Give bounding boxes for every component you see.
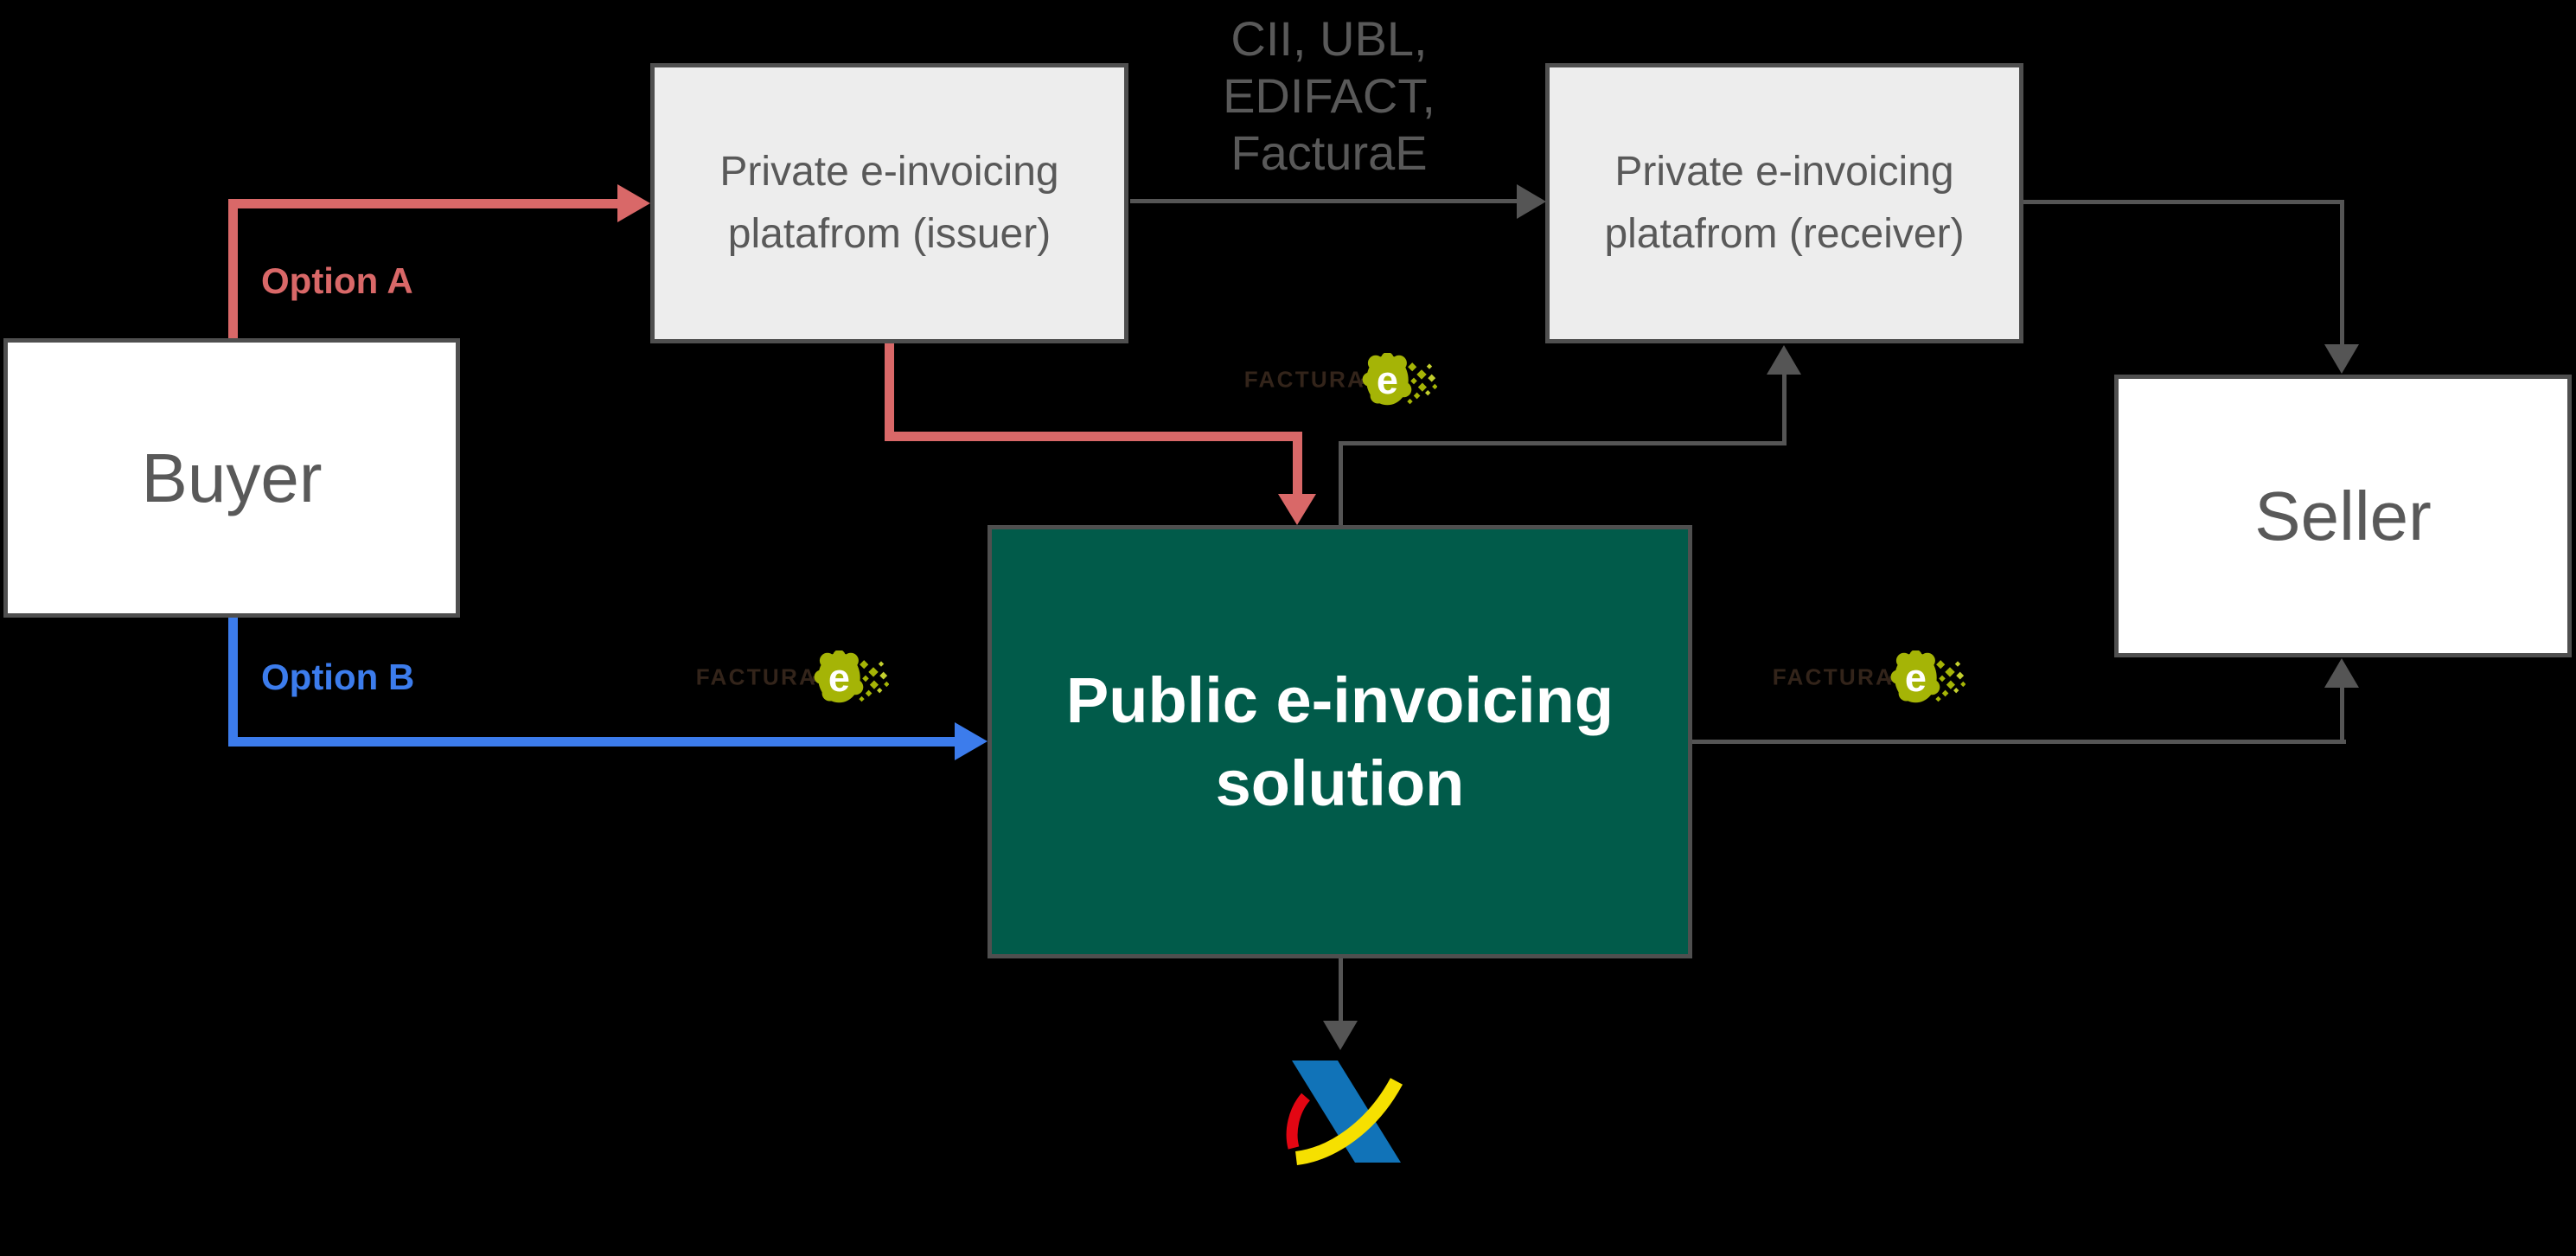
aeat-logo	[1279, 1055, 1409, 1174]
facturae-e-letter: e	[1905, 656, 1927, 700]
facturae-logo-left: FACTURA e	[694, 650, 890, 709]
arrowhead-public-to-receiver-icon	[1767, 345, 1801, 375]
edge-receiver-to-seller-vertical	[2340, 200, 2344, 345]
option-a-label: Option A	[261, 260, 413, 301]
formats-label: CII, UBL, EDIFACT, FacturaE	[1223, 11, 1435, 180]
node-private-platform-issuer-label: Private e-invoicing platafrom (issuer)	[719, 149, 1059, 257]
edge-public-to-seller-vertical	[2340, 688, 2344, 742]
arrowhead-public-to-aeat-icon	[1323, 1021, 1358, 1050]
facturae-e-letter: e	[1377, 358, 1398, 402]
edge-issuer-to-public-drop	[885, 343, 894, 437]
aeat-yellow-swoosh-icon	[1294, 1078, 1403, 1165]
edge-option-b-horizontal	[228, 737, 956, 747]
arrowhead-option-b-icon	[955, 722, 988, 760]
facturae-e-letter: e	[828, 656, 850, 700]
facturae-blob-icon	[814, 650, 864, 703]
facturae-logo-icon: FACTURA e	[696, 650, 890, 703]
arrowhead-receiver-to-seller-icon	[2324, 344, 2359, 374]
node-private-platform-issuer: Private e-invoicing platafrom (issuer)	[650, 63, 1128, 343]
facturae-logo-top: FACTURA e	[1243, 352, 1438, 412]
aeat-logo-icon	[1286, 1061, 1403, 1165]
edge-issuer-to-receiver	[1130, 199, 1518, 203]
edge-option-b-vertical	[228, 618, 238, 742]
facturae-pixels-icon	[859, 660, 890, 702]
facturae-word: FACTURA	[1244, 367, 1365, 393]
arrowhead-option-a-icon	[617, 184, 650, 222]
edge-public-to-seller-horizontal	[1692, 740, 2346, 744]
facturae-logo-icon: FACTURA e	[1773, 650, 1966, 703]
edge-option-a-horizontal	[228, 199, 619, 208]
facturae-logo-icon: FACTURA e	[1244, 352, 1438, 406]
node-seller: Seller	[2114, 375, 2572, 657]
arrowhead-issuer-to-public-icon	[1278, 494, 1316, 525]
edge-issuer-to-public-vertical	[1293, 432, 1302, 496]
arrowhead-issuer-to-receiver-icon	[1517, 184, 1546, 219]
edge-public-to-receiver-vertical	[1782, 374, 1787, 445]
facturae-word: FACTURA	[696, 664, 817, 690]
node-private-platform-receiver-label: Private e-invoicing platafrom (receiver)	[1604, 149, 1965, 257]
aeat-red-arc-icon	[1286, 1093, 1311, 1150]
edge-public-to-aeat-vertical	[1339, 958, 1343, 1022]
edge-issuer-to-public-horizontal	[885, 432, 1302, 441]
edge-public-to-receiver-rise	[1339, 441, 1343, 525]
edge-public-to-receiver-horizontal	[1339, 441, 1787, 445]
node-buyer: Buyer	[3, 338, 460, 618]
node-private-platform-receiver: Private e-invoicing platafrom (receiver)	[1545, 63, 2023, 343]
facturae-blob-icon	[1890, 650, 1940, 703]
facturae-logo-right: FACTURA e	[1771, 650, 1966, 709]
facturae-pixels-icon	[1935, 660, 1966, 702]
arrowhead-public-to-seller-icon	[2324, 658, 2359, 688]
facturae-blob-icon	[1362, 352, 1412, 406]
edge-option-a-vertical	[228, 199, 238, 338]
aeat-blue-stroke-icon	[1292, 1061, 1401, 1163]
node-buyer-label: Buyer	[141, 439, 323, 516]
node-public-e-invoicing-solution-label: Public e-invoicing solution	[1065, 663, 1614, 819]
facturae-pixels-icon	[1407, 362, 1438, 405]
facturae-word: FACTURA	[1773, 664, 1894, 690]
edge-receiver-to-seller-horizontal	[2023, 200, 2344, 204]
node-seller-label: Seller	[2254, 477, 2432, 554]
node-public-e-invoicing-solution: Public e-invoicing solution	[988, 525, 1692, 958]
option-b-label: Option B	[261, 657, 415, 697]
